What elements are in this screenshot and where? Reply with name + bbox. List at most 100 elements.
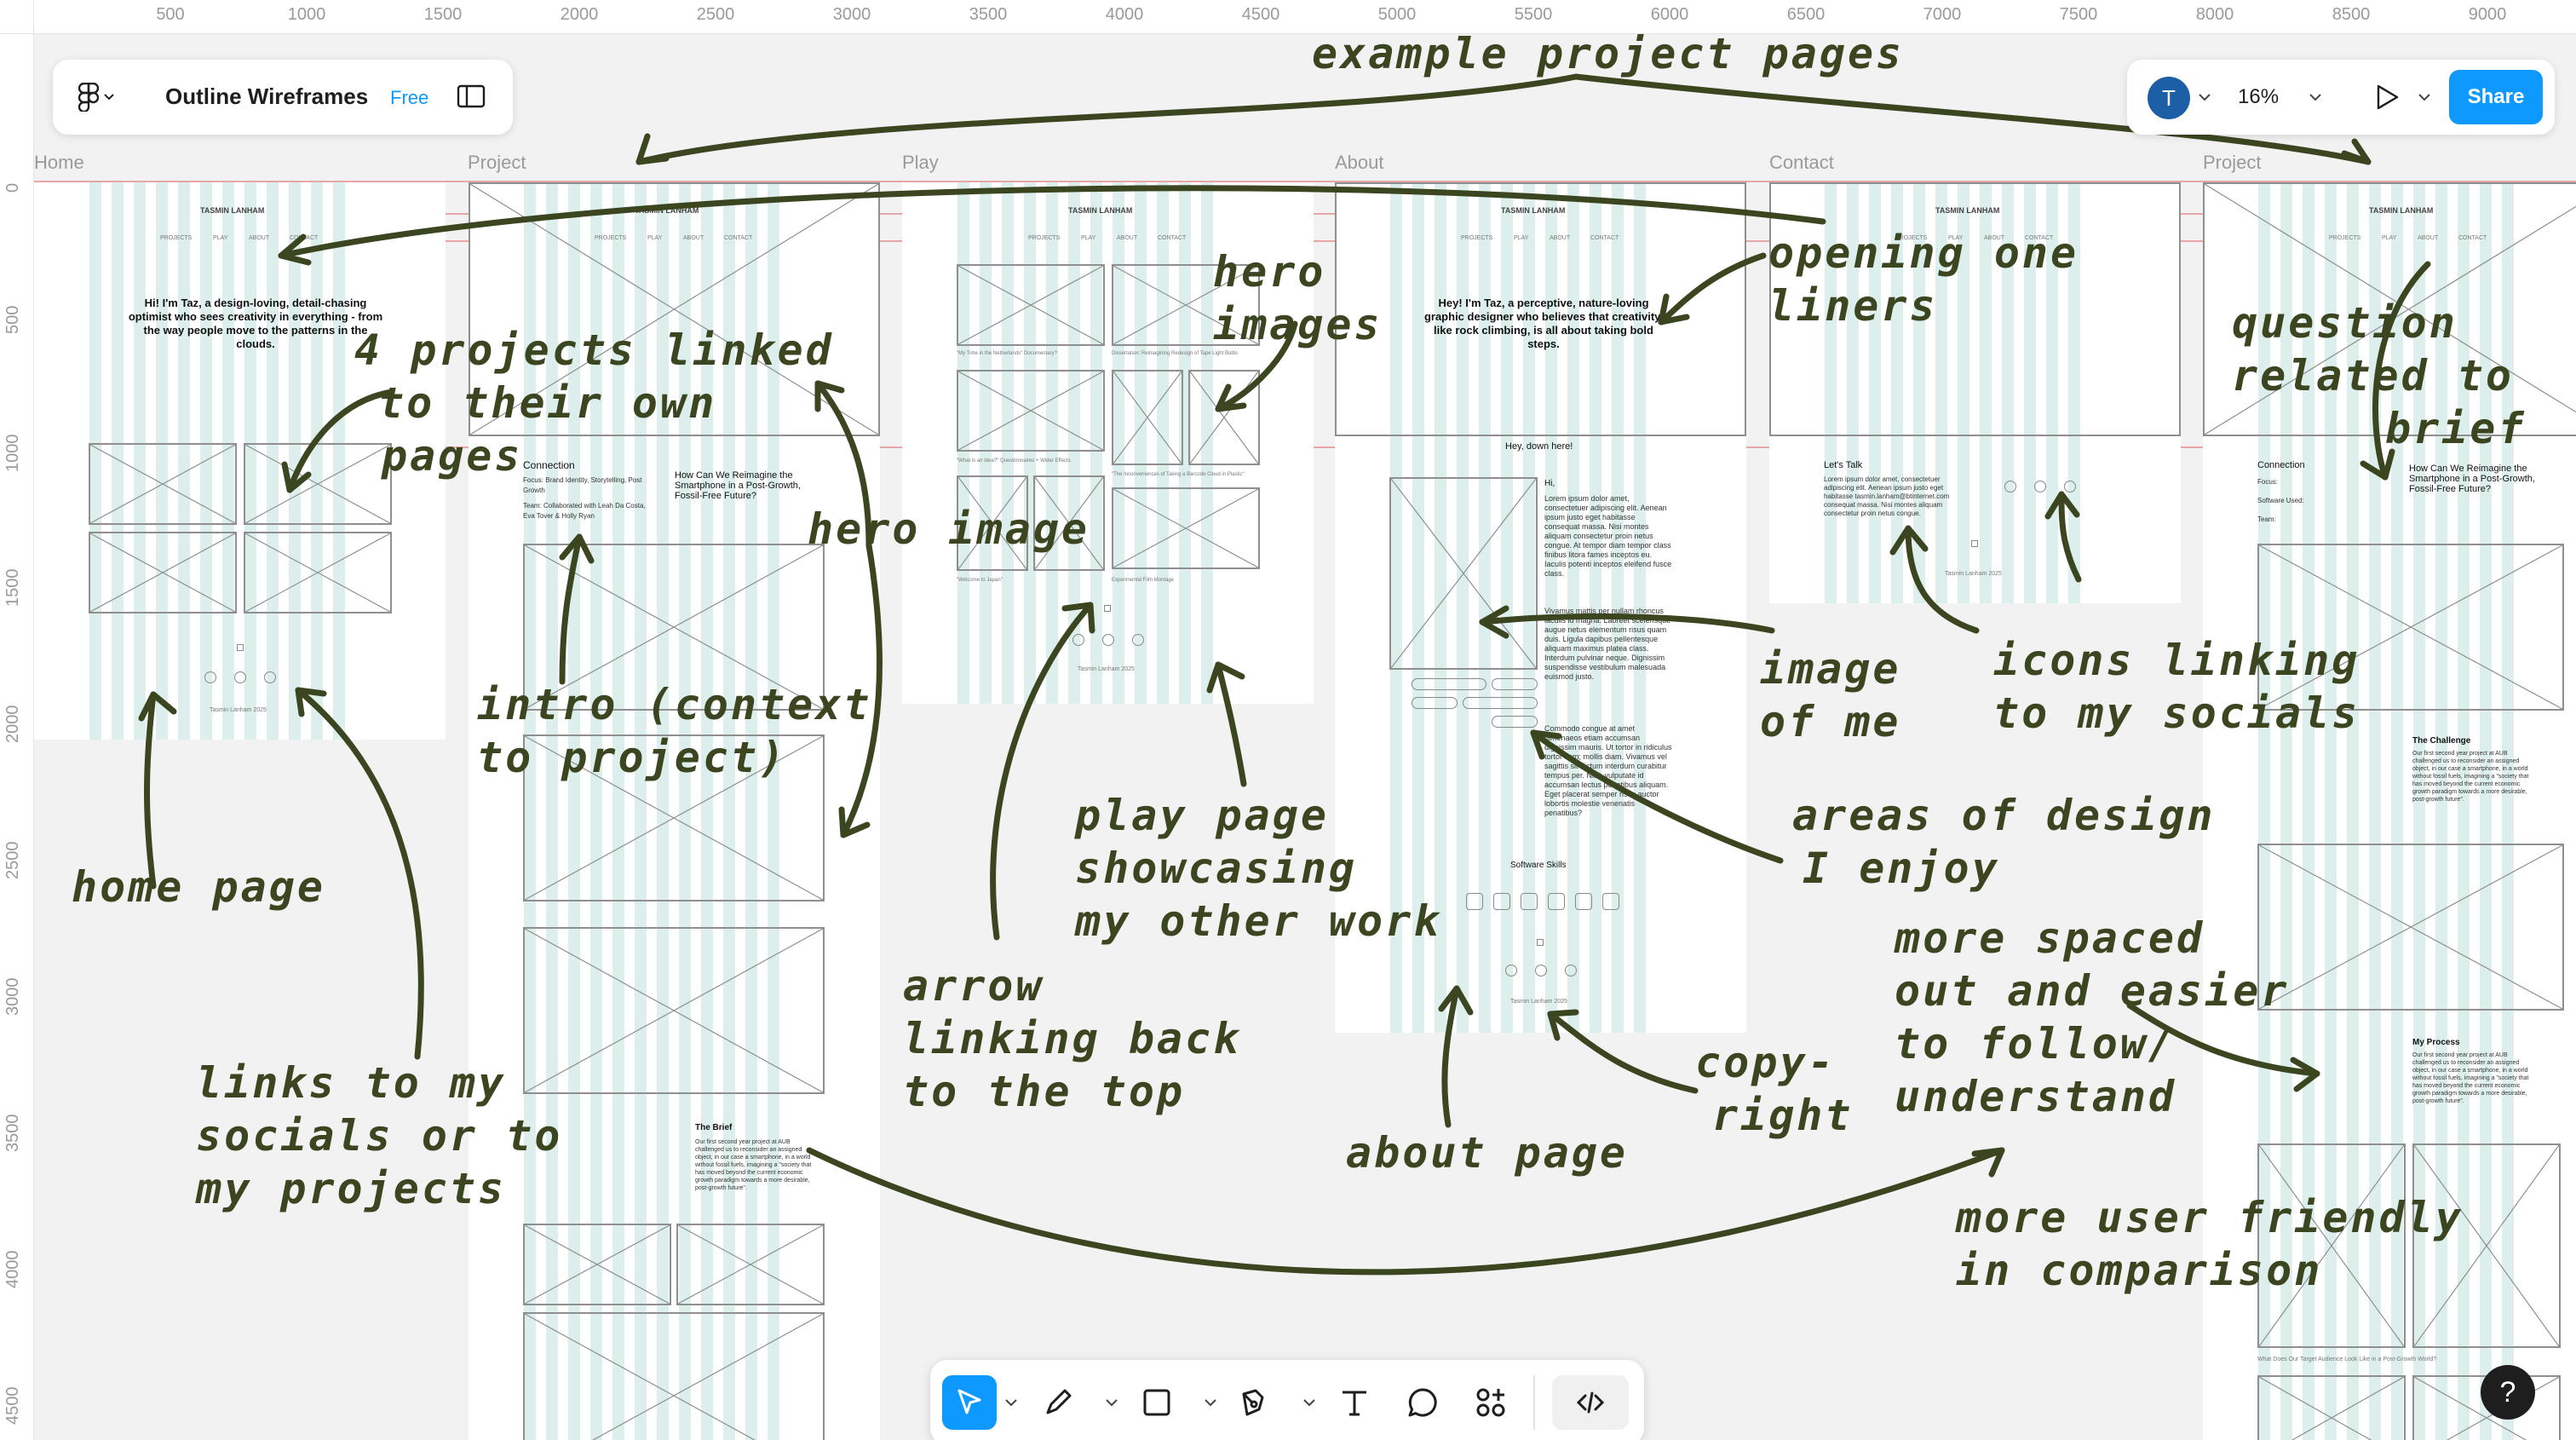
- nav-about[interactable]: ABOUT: [1984, 235, 2005, 241]
- frame-label-home[interactable]: Home: [34, 152, 84, 173]
- back-to-top-arrow[interactable]: [1971, 540, 1978, 547]
- nav-play[interactable]: PLAY: [1514, 235, 1529, 241]
- chevron-down-icon[interactable]: [2309, 94, 2321, 101]
- frame-play[interactable]: TASMIN LANHAM PROJECTS PLAY ABOUT CONTAC…: [902, 182, 1314, 704]
- play-image[interactable]: [1188, 370, 1260, 465]
- move-tool-button[interactable]: [942, 1375, 997, 1430]
- frame-label-project[interactable]: Project: [468, 152, 526, 173]
- social-icon[interactable]: [234, 671, 246, 683]
- nav-about[interactable]: ABOUT: [249, 235, 270, 241]
- play-image[interactable]: [1112, 370, 1183, 465]
- software-icon: [1521, 893, 1538, 910]
- back-to-top-arrow[interactable]: [237, 644, 244, 651]
- nav-contact[interactable]: CONTACT: [290, 235, 319, 241]
- frame-label-contact[interactable]: Contact: [1769, 152, 1834, 173]
- social-icon[interactable]: [1535, 965, 1547, 976]
- shape-tool-button[interactable]: [1130, 1375, 1184, 1430]
- share-button[interactable]: Share: [2449, 70, 2543, 124]
- chevron-down-icon[interactable]: [1303, 1399, 1315, 1407]
- chevron-down-icon[interactable]: [1205, 1399, 1216, 1407]
- text-tool-button[interactable]: [1327, 1375, 1382, 1430]
- note-home-page: home page: [72, 862, 325, 912]
- dev-mode-toggle[interactable]: [1552, 1375, 1629, 1430]
- nav-play[interactable]: PLAY: [2382, 235, 2397, 241]
- social-icon[interactable]: [264, 671, 276, 683]
- nav-play[interactable]: PLAY: [647, 235, 663, 241]
- actions-tool-button[interactable]: [1463, 1375, 1518, 1430]
- play-image[interactable]: [1033, 475, 1105, 571]
- nav-projects[interactable]: PROJECTS: [595, 235, 627, 241]
- social-icon[interactable]: [1132, 634, 1144, 646]
- back-to-top-arrow[interactable]: [1104, 605, 1111, 612]
- nav-projects[interactable]: PROJECTS: [1461, 235, 1493, 241]
- file-title[interactable]: Outline Wireframes: [165, 84, 369, 109]
- software-icon: [1466, 893, 1483, 910]
- nav-contact[interactable]: CONTACT: [1158, 235, 1187, 241]
- nav-contact[interactable]: CONTACT: [2458, 235, 2487, 241]
- nav-play[interactable]: PLAY: [213, 235, 228, 241]
- help-button[interactable]: ?: [2481, 1365, 2535, 1420]
- play-caption: Dissertation: Reimagining Redesign of Ta…: [1112, 351, 1238, 356]
- project-thumbnail[interactable]: [244, 532, 392, 613]
- nav-play[interactable]: PLAY: [1948, 235, 1964, 241]
- play-image[interactable]: [957, 370, 1105, 452]
- main-menu-button[interactable]: [78, 82, 129, 112]
- social-icon[interactable]: [1072, 634, 1084, 646]
- note-line: my other work: [1075, 896, 1442, 946]
- nav-about[interactable]: ABOUT: [1550, 235, 1571, 241]
- nav-about[interactable]: ABOUT: [2418, 235, 2439, 241]
- nav-projects[interactable]: PROJECTS: [1028, 235, 1061, 241]
- nav-projects[interactable]: PROJECTS: [2329, 235, 2361, 241]
- project-thumbnail[interactable]: [89, 443, 237, 525]
- note-line: question: [2232, 298, 2458, 348]
- image-placeholder: [523, 1312, 825, 1440]
- note-more-spaced: more spaced out and easier to follow/ un…: [1895, 912, 2289, 1123]
- zoom-level[interactable]: 16%: [2238, 85, 2280, 108]
- sidebar-toggle-icon[interactable]: [457, 84, 486, 111]
- project-thumbnail[interactable]: [89, 532, 237, 613]
- back-to-top-arrow[interactable]: [1537, 939, 1544, 946]
- frame-label-about[interactable]: About: [1335, 152, 1384, 173]
- project-title: Connection: [523, 459, 575, 471]
- social-icon[interactable]: [1565, 965, 1577, 976]
- chevron-down-icon[interactable]: [2199, 94, 2211, 101]
- chevron-down-icon[interactable]: [1106, 1399, 1118, 1407]
- note-line: intro (context: [477, 680, 872, 729]
- social-icon[interactable]: [1102, 634, 1114, 646]
- social-icon[interactable]: [1505, 965, 1517, 976]
- nav-contact[interactable]: CONTACT: [724, 235, 753, 241]
- nav-play[interactable]: PLAY: [1081, 235, 1096, 241]
- chevron-down-icon[interactable]: [2418, 94, 2430, 101]
- nav-about[interactable]: ABOUT: [683, 235, 704, 241]
- nav-contact[interactable]: CONTACT: [1590, 235, 1619, 241]
- draw-tool-button[interactable]: [1031, 1375, 1085, 1430]
- nav-contact[interactable]: CONTACT: [2025, 235, 2054, 241]
- dev-mode-icon: [1576, 1391, 1605, 1414]
- ruler-label: 4000: [3, 1250, 22, 1289]
- project-team: Team: Collaborated with Leah Da Costa, E…: [523, 502, 646, 520]
- social-icon[interactable]: [2064, 481, 2076, 492]
- social-icon[interactable]: [2004, 481, 2016, 492]
- avatar[interactable]: T: [2148, 77, 2190, 119]
- social-icon[interactable]: [204, 671, 216, 683]
- nav-about[interactable]: ABOUT: [1117, 235, 1138, 241]
- nav-projects[interactable]: PROJECTS: [160, 235, 193, 241]
- pen-tool-button[interactable]: [1228, 1375, 1283, 1430]
- play-image[interactable]: [957, 264, 1105, 346]
- software-icon: [1602, 893, 1619, 910]
- note-links-socials: links to my socials or to my projects: [196, 1057, 562, 1215]
- play-image[interactable]: [957, 475, 1028, 571]
- skill-pill: [1412, 678, 1486, 690]
- comment-tool-button[interactable]: [1395, 1375, 1450, 1430]
- note-areas-design: areas of design I enjoy: [1792, 789, 2216, 895]
- frame-label-play[interactable]: Play: [902, 152, 939, 173]
- chevron-down-icon[interactable]: [1005, 1399, 1017, 1407]
- play-icon[interactable]: [2374, 84, 2400, 111]
- nav-projects[interactable]: PROJECTS: [1895, 235, 1928, 241]
- play-image[interactable]: [1112, 487, 1260, 569]
- frame-label-project-2[interactable]: Project: [2203, 152, 2262, 173]
- comment-icon: [1408, 1388, 1437, 1417]
- social-icon[interactable]: [2034, 481, 2046, 492]
- plan-badge[interactable]: Free: [390, 87, 429, 108]
